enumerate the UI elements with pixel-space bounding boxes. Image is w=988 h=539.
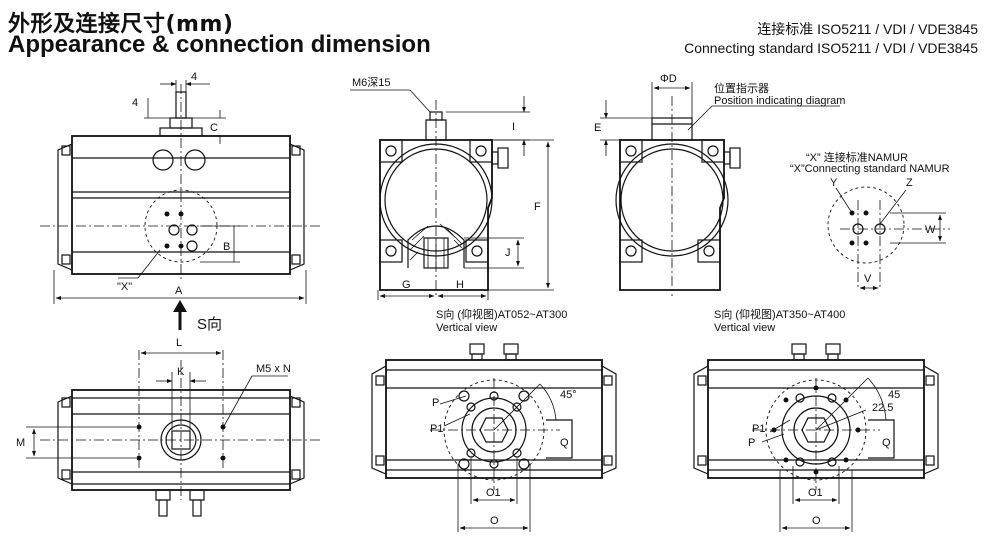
dim-e-label: E <box>594 122 601 134</box>
view1-title: S向 (仰视图)AT052~AT300 <box>436 307 567 321</box>
dim-a-label: A <box>175 285 183 297</box>
dim-m5-label: M5 x N <box>256 363 291 375</box>
dim-v-label: V <box>864 273 872 285</box>
namur-detail: “X” 连接标准NAMUR “X”Connecting standard NAM… <box>790 150 950 290</box>
dim-o1-b-label: O1 <box>808 487 823 499</box>
namur-chinese: “X” 连接标准NAMUR <box>806 150 908 164</box>
side-section-view: M6深15 I F J G H <box>350 76 554 300</box>
dim-4-side-label: 4 <box>132 97 138 109</box>
dim-45-b-label: 45 <box>888 389 900 401</box>
dim-p-label: P <box>432 397 439 409</box>
front-right-endcap <box>289 143 305 271</box>
dim-i-label: I <box>512 121 515 133</box>
dim-h-label: H <box>456 279 464 291</box>
dim-q-label: Q <box>560 437 569 449</box>
dim-o-b-label: O <box>812 515 821 527</box>
dim-k-label: K <box>177 366 185 378</box>
front-left-endcap <box>57 143 73 271</box>
m6-depth-label: M6深15 <box>352 76 391 89</box>
connecting-standard-english: Connecting standard ISO5211 / VDI / VDE3… <box>684 40 978 56</box>
vertical-view-2: S向 (仰视图)AT350~AT400 Vertical view <box>693 307 939 532</box>
dim-b-label: B <box>223 241 230 253</box>
dim-l-label: L <box>176 337 182 349</box>
dim-c-label: C <box>210 122 218 134</box>
view1-subtitle: Vertical view <box>436 322 497 334</box>
page-title-english: Appearance & connection dimension <box>8 31 431 58</box>
dim-g-label: G <box>402 279 411 291</box>
connecting-standard-chinese: 连接标准 ISO5211 / VDI / VDE3845 <box>757 21 978 37</box>
position-indicator-english: Position indicating diagram <box>714 95 845 107</box>
dim-z-label: Z <box>906 177 913 189</box>
bottom-view: L K M5 x N M <box>16 337 320 517</box>
dim-p1-b-label: P1 <box>752 423 765 435</box>
dim-f-label: F <box>534 201 541 213</box>
front-view: 4 4 C B A "X" S向 <box>40 71 320 333</box>
vertical-view-1: S向 (仰视图)AT052~AT300 Vertical view <box>371 307 617 532</box>
connecting-standard: 连接标准 ISO5211 / VDI / VDE3845 Connecting … <box>684 20 978 58</box>
position-indicator-chinese: 位置指示器 <box>714 81 769 95</box>
s-direction-label: S向 <box>197 316 222 333</box>
page-title-chinese: 外形及连接尺寸(mm) <box>8 12 234 37</box>
view2-title: S向 (仰视图)AT350~AT400 <box>714 307 845 321</box>
dim-o-label: O <box>490 515 499 527</box>
dim-4-label: 4 <box>191 71 197 83</box>
dim-y-label: Y <box>830 177 838 189</box>
dim-j-label: J <box>505 247 511 259</box>
dim-p-b-label: P <box>748 437 755 449</box>
x-view-label: "X" <box>117 281 132 293</box>
front-port-right <box>184 149 206 171</box>
dim-45-label: 45° <box>560 389 577 401</box>
side-indicator-view: ΦD E 位置指示器 Position indicating diagram <box>594 73 845 296</box>
view2-subtitle: Vertical view <box>714 322 775 334</box>
dim-22-5-label: 22.5 <box>872 402 893 414</box>
dim-m-label: M <box>16 437 25 449</box>
namur-english: “X”Connecting standard NAMUR <box>790 163 950 175</box>
dim-w-label: W <box>925 224 936 236</box>
dim-phi-d-label: ΦD <box>660 73 677 85</box>
dim-q-b-label: Q <box>882 437 891 449</box>
front-port-left <box>152 149 174 171</box>
dim-o1-label: O1 <box>486 487 501 499</box>
dim-p1-label: P1 <box>430 423 443 435</box>
